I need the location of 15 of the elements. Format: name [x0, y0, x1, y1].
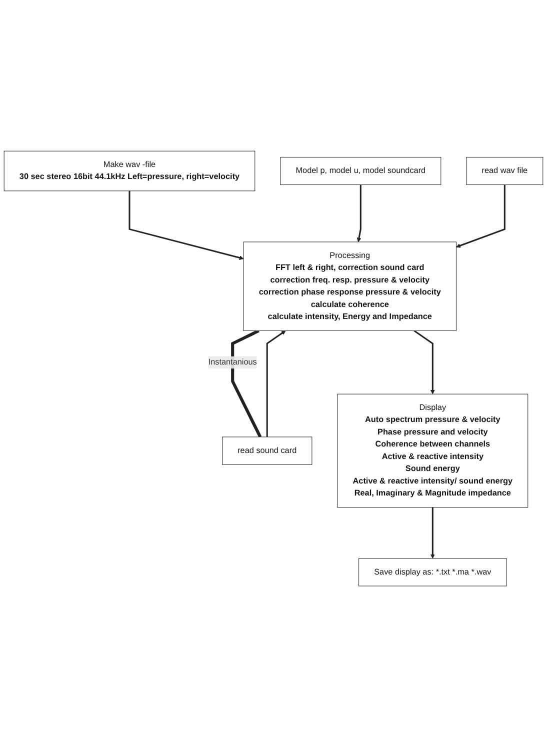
node-box: read sound card — [222, 437, 312, 466]
node-box: Make wav -file 30 sec stereo 16bit 44.1kHz Left=pressure, right=velocity — [4, 151, 256, 192]
arrow — [456, 185, 506, 248]
edge-label: Instantanious — [208, 358, 257, 367]
node-box: read wav file — [466, 157, 544, 186]
arrow — [128, 191, 244, 260]
arrow — [266, 331, 286, 438]
node-box: Processing FFT left & right, correction sound card correction freq. resp. pressure & velocity correction phase response pressure & velocity calculate coherence calculate intensity, Energy and Impedance — [243, 242, 456, 332]
connector — [231, 330, 262, 438]
arrow — [430, 508, 435, 560]
node-box: Display Auto spectrum pressure & velocity Phase pressure and velocity Coherence between channels Active & reactive intensity Sound energy Active & reactive intensity/ sound energy Real, Imaginary & Magnitude impedance — [337, 394, 528, 508]
arrow — [356, 185, 362, 243]
node-box: Save display as: *.txt *.ma *.wav — [358, 558, 507, 587]
arrow — [414, 330, 435, 395]
node-box: Model p, model u, model soundcard — [280, 157, 442, 186]
